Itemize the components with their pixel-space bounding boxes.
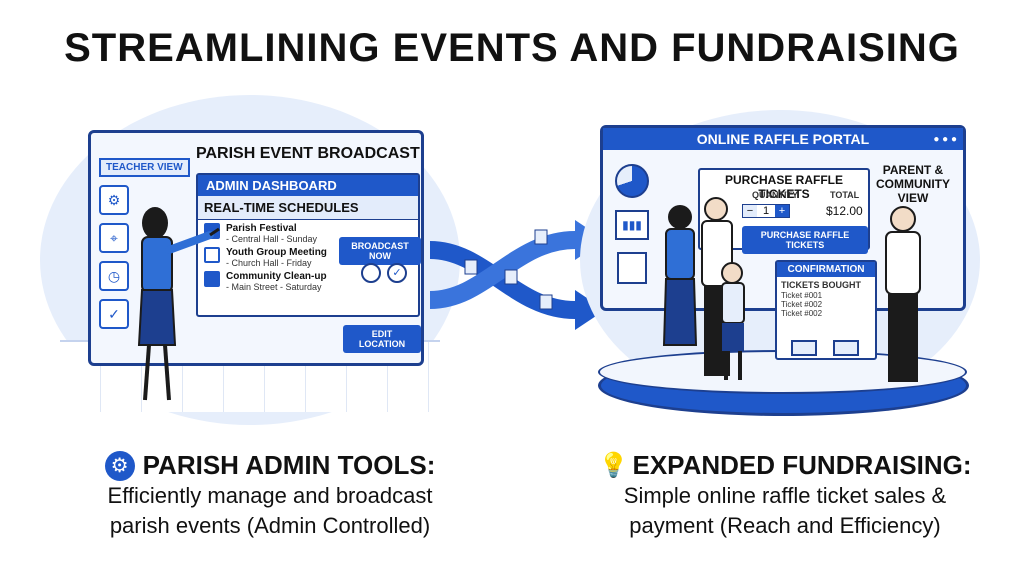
event-detail: - Church Hall - Friday (226, 258, 312, 268)
total-label: TOTAL (830, 190, 860, 200)
admin-dashboard-header: ADMIN DASHBOARD (198, 175, 418, 196)
admin-tools-line1: Efficiently manage and broadcast (107, 483, 433, 508)
confirmation-panel: CONFIRMATION TICKETS BOUGHT Ticket #001 … (775, 260, 877, 360)
pie-chart-icon (615, 164, 649, 198)
edit-location-button[interactable]: EDIT LOCATION (343, 325, 421, 353)
event-name: Youth Group Meeting (226, 247, 327, 258)
map-icon[interactable]: ⌖ (99, 223, 129, 253)
lightbulb-icon: 💡 (598, 451, 629, 479)
ticket-item: Ticket #002 (781, 309, 823, 318)
plus-button[interactable]: + (775, 205, 789, 217)
checkbox[interactable] (204, 271, 220, 287)
event-detail: - Central Hall - Sunday (226, 234, 318, 244)
event-name: Community Clean-up (226, 271, 327, 282)
confirmation-header: CONFIRMATION (777, 262, 875, 277)
gear-shield-icon: ⚙ (104, 450, 135, 481)
quantity-value[interactable]: 1 (757, 205, 775, 217)
admin-tools-heading: PARISH ADMIN TOOLS: (142, 450, 436, 480)
event-list: Parish Festival- Central Hall - Sunday Y… (198, 220, 418, 295)
minus-button[interactable]: − (743, 205, 757, 217)
family-figures (662, 197, 745, 380)
bar-chart-icon: ▮▮▮ (615, 210, 649, 240)
purchase-title: PURCHASE RAFFLE TICKETS (724, 173, 843, 201)
total-value: $12.00 (826, 204, 863, 218)
cash-icon (833, 340, 859, 356)
check-circle-icon: ✓ (387, 263, 407, 283)
window-dots: ● ● ● (933, 134, 957, 145)
teacher-view-tab[interactable]: TEACHER VIEW (99, 158, 190, 177)
community-member-figure (885, 206, 921, 382)
dashboard-panel: ADMIN DASHBOARD REAL-TIME SCHEDULES Pari… (196, 173, 420, 317)
document-icon (617, 252, 647, 284)
admin-tools-caption: ⚙ PARISH ADMIN TOOLS: Efficiently manage… (60, 450, 480, 541)
checkbox[interactable] (204, 247, 220, 263)
board-title: PARISH EVENT BROADCAST (196, 145, 420, 162)
fundraising-heading: EXPANDED FUNDRAISING: (632, 450, 972, 480)
schedules-header: REAL-TIME SCHEDULES (198, 196, 418, 220)
event-detail: - Main Street - Saturday (226, 282, 322, 292)
community-view-label: PARENT & COMMUNITY VIEW (876, 163, 950, 205)
ticket-item: Ticket #002 (781, 300, 823, 309)
left-sidebar: ⚙ ⌖ ◷ ✓ (99, 185, 133, 350)
page-title: STREAMLINING EVENTS AND FUNDRAISING (64, 26, 960, 70)
credit-card-icon (791, 340, 817, 356)
event-name: Parish Festival (226, 223, 297, 234)
quantity-label: QUANTITY (752, 190, 798, 200)
check-icon[interactable]: ✓ (99, 299, 129, 329)
quantity-stepper[interactable]: − 1 + (742, 204, 790, 218)
clock-icon[interactable]: ◷ (99, 261, 129, 291)
teacher-figure (137, 207, 220, 401)
portal-title: ONLINE RAFFLE PORTAL (603, 128, 963, 150)
fundraising-caption: 💡 EXPANDED FUNDRAISING: Simple online ra… (570, 450, 1000, 541)
gear-icon[interactable]: ⚙ (99, 185, 129, 215)
clock-icon (361, 263, 381, 283)
fundraising-line1: Simple online raffle ticket sales & (623, 483, 947, 508)
admin-tools-line2: parish events (Admin Controlled) (109, 513, 431, 538)
fundraising-line2: payment (Reach and Efficiency) (629, 513, 941, 538)
ticket-item: Ticket #001 (781, 291, 823, 300)
event-row[interactable]: Youth Group Meeting- Church Hall - Frida… (204, 247, 412, 268)
purchase-panel: PURCHASE RAFFLE TICKETS QUANTITY TOTAL −… (698, 168, 870, 254)
purchase-raffle-tickets-button[interactable]: PURCHASE RAFFLE TICKETS (742, 226, 868, 254)
broadcast-now-button[interactable]: BROADCAST NOW (339, 237, 421, 265)
tickets-bought-label: TICKETS BOUGHT (781, 280, 861, 290)
event-row[interactable]: Community Clean-up- Main Street - Saturd… (204, 271, 412, 292)
